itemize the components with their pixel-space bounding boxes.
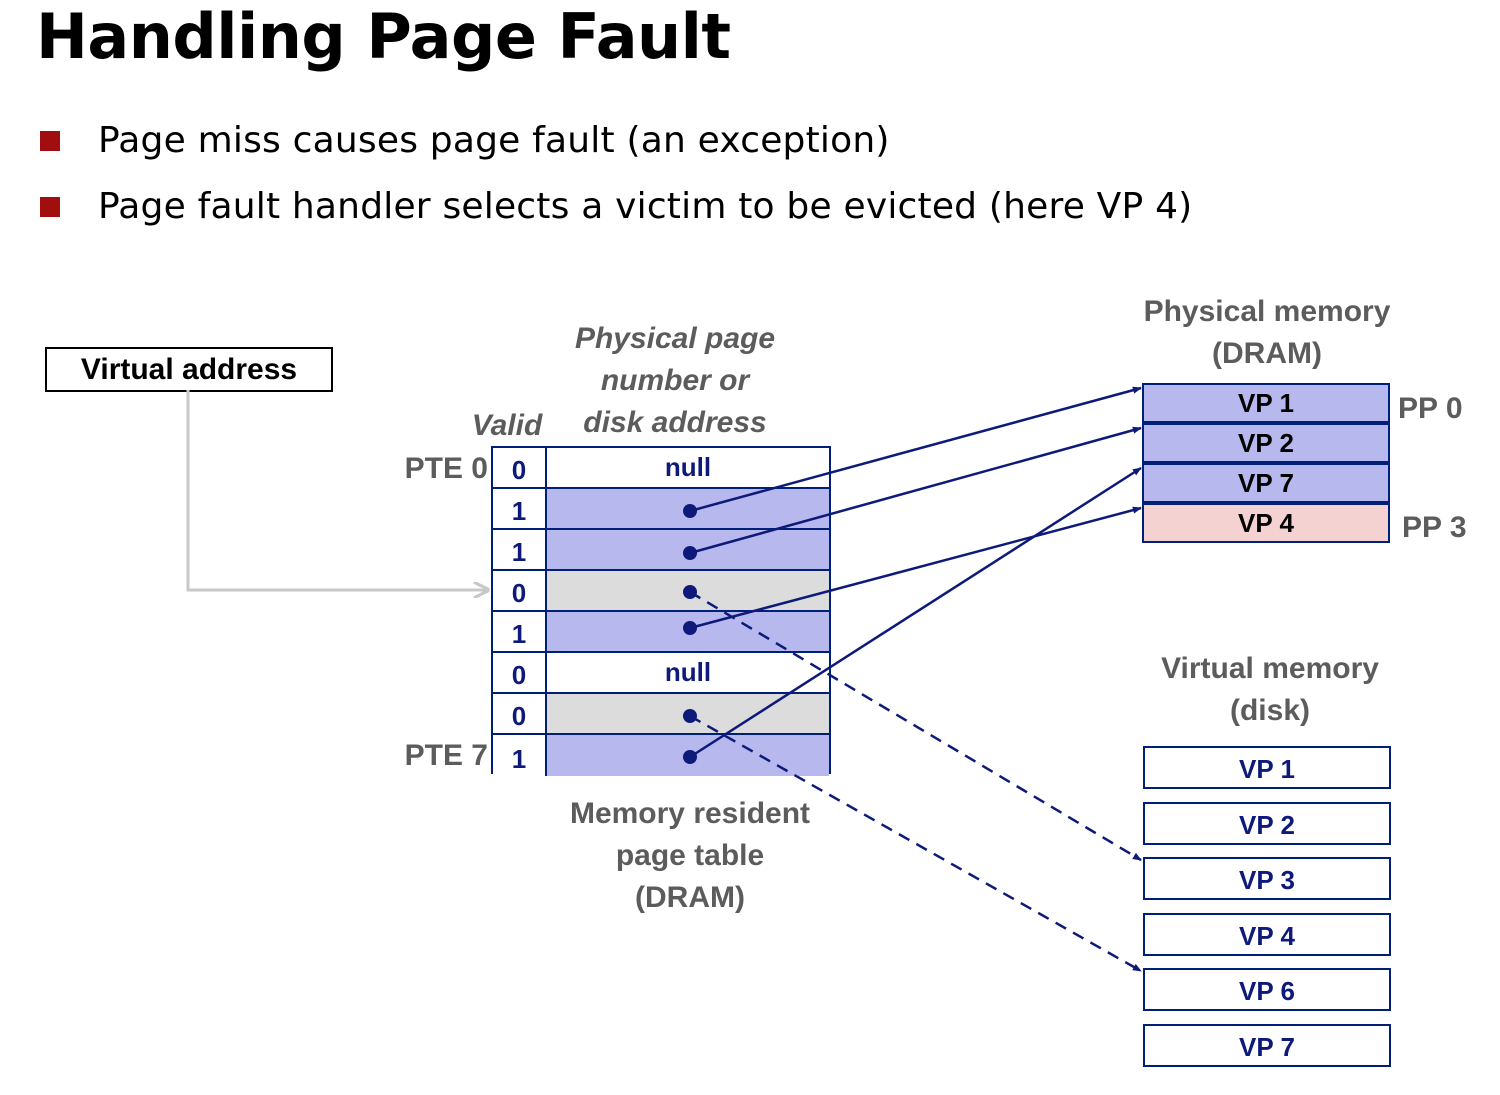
disk-page: VP 4 — [1143, 913, 1391, 956]
page-table-row: 0 null — [493, 653, 829, 694]
physical-memory-title: Physical memory (DRAM) — [1110, 291, 1424, 375]
ppn-cell — [547, 694, 829, 733]
page-table-row: 0 — [493, 571, 829, 612]
valid-header: Valid — [471, 409, 543, 442]
virtual-address-box: Virtual address — [45, 347, 333, 392]
bullet-text: Page fault handler selects a victim to b… — [98, 186, 1193, 227]
title-line: (DRAM) — [1212, 337, 1322, 370]
virtual-address-arrow — [186, 390, 488, 590]
page-table-caption: Memory resident page table (DRAM) — [540, 793, 840, 919]
page-table-row: 1 — [493, 612, 829, 653]
page-table-row: 0 null — [493, 448, 829, 489]
title-line: Virtual memory — [1161, 652, 1379, 685]
pte-last-label: PTE 7 — [404, 739, 488, 772]
pp-first-label: PP 0 — [1398, 392, 1463, 425]
ppn-cell — [547, 735, 829, 776]
valid-bit: 1 — [493, 735, 547, 776]
ppn-cell — [547, 489, 829, 528]
disk-page: VP 1 — [1143, 746, 1391, 789]
valid-bit: 0 — [493, 694, 547, 733]
disk-page: VP 7 — [1143, 1024, 1391, 1067]
valid-bit: 1 — [493, 612, 547, 651]
ppn-cell — [547, 612, 829, 651]
physical-page-victim: VP 4 — [1142, 503, 1390, 543]
physical-page: VP 7 — [1142, 463, 1390, 503]
valid-bit: 0 — [493, 571, 547, 610]
caption-line: page table — [615, 839, 765, 872]
valid-bit: 0 — [493, 653, 547, 692]
bullet-square-icon — [40, 196, 60, 217]
ppn-header-line: number or — [600, 364, 750, 397]
caption-line: (DRAM) — [635, 881, 745, 914]
page-table-row: 1 — [493, 489, 829, 530]
physical-page: VP 1 — [1142, 383, 1390, 423]
bullet-item: Page miss causes page fault (an exceptio… — [40, 120, 890, 161]
bullet-item: Page fault handler selects a victim to b… — [40, 186, 1192, 227]
ppn-cell: null — [547, 653, 829, 692]
ppn-cell — [547, 530, 829, 569]
disk-page: VP 3 — [1143, 857, 1391, 900]
physical-page: VP 2 — [1142, 423, 1390, 463]
ppn-header-line: Physical page — [574, 322, 776, 355]
page-title: Handling Page Fault — [36, 0, 731, 73]
virtual-memory-title: Virtual memory (disk) — [1120, 648, 1420, 732]
valid-bit: 1 — [493, 530, 547, 569]
ppn-header: Physical page number or disk address — [560, 318, 790, 444]
disk-page: VP 2 — [1143, 802, 1391, 845]
valid-bit: 0 — [493, 448, 547, 487]
bullet-square-icon — [40, 130, 60, 151]
valid-bit: 1 — [493, 489, 547, 528]
pte-first-label: PTE 0 — [404, 452, 488, 485]
ppn-cell: null — [547, 448, 829, 487]
caption-line: Memory resident — [569, 797, 811, 830]
bullet-text: Page miss causes page fault (an exceptio… — [98, 120, 890, 161]
page-table-row: 1 — [493, 530, 829, 571]
ppn-header-line: disk address — [583, 406, 767, 439]
disk-page: VP 6 — [1143, 968, 1391, 1011]
title-line: (disk) — [1229, 694, 1310, 727]
page-table-row: 0 — [493, 694, 829, 735]
page-table-row: 1 — [493, 735, 829, 776]
pp-last-label: PP 3 — [1402, 511, 1467, 544]
title-line: Physical memory — [1143, 295, 1391, 328]
page-table: 0 null 1 1 0 1 0 null 0 1 — [491, 446, 831, 776]
ppn-cell — [547, 571, 829, 610]
